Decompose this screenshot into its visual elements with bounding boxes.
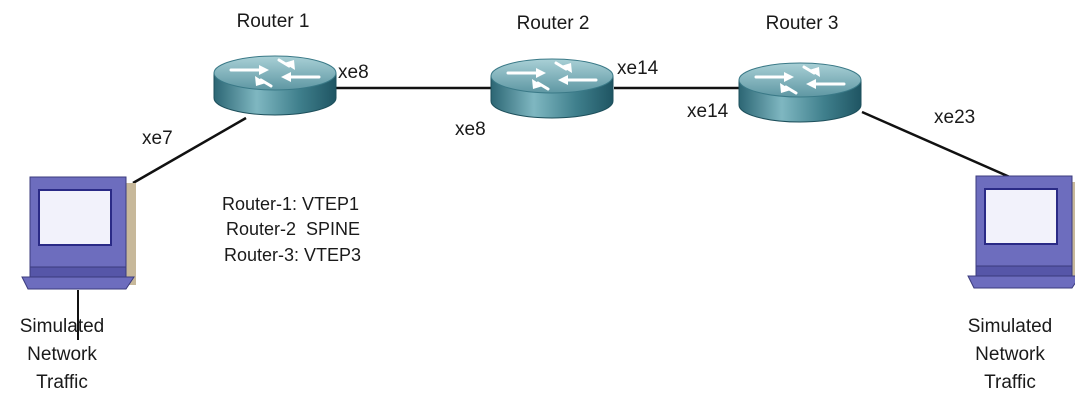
interface-label: xe7 [142,128,173,149]
router-roles-note: Router-1: VTEP1 Router-2 SPINE Router-3:… [222,194,361,265]
role-line: Router-2 SPINE [226,219,360,239]
link-host1-router1 [132,116,247,185]
router-icon [737,61,863,124]
router-icon [212,54,338,117]
router-2-label: Router 2 [517,13,590,34]
router-3-label: Router 3 [766,13,839,34]
interface-label: xe14 [617,58,659,79]
router-2[interactable]: Router 2 [489,13,615,120]
host-2[interactable]: Simulated Network Traffic [967,175,1075,393]
host-1-label-line1: Simulated [20,316,105,337]
host-2-label-line2: Network [975,344,1045,365]
role-line: Router-3: VTEP3 [224,245,361,265]
link-router3-host2 [861,110,1013,180]
host-2-label-line1: Simulated [968,316,1053,337]
interface-label: xe23 [934,107,975,128]
router-1-label: Router 1 [237,11,310,32]
host-1[interactable]: Simulated Network Traffic [20,176,137,393]
interface-labels: xe7 xe8 xe8 xe14 xe14 xe23 [142,58,975,149]
router-3[interactable]: Router 3 [737,13,863,124]
router-1[interactable]: Router 1 [212,11,338,117]
interface-label: xe14 [687,101,729,122]
interface-label: xe8 [455,119,486,140]
interface-label: xe8 [338,62,369,83]
role-line: Router-1: VTEP1 [222,194,359,214]
router-icon [489,57,615,120]
computer-icon [967,175,1075,289]
host-1-label-line2: Network [27,344,97,365]
host-2-label-line3: Traffic [984,372,1036,393]
links [77,86,1013,340]
host-1-label-line3: Traffic [36,372,88,393]
computer-icon [21,176,137,290]
